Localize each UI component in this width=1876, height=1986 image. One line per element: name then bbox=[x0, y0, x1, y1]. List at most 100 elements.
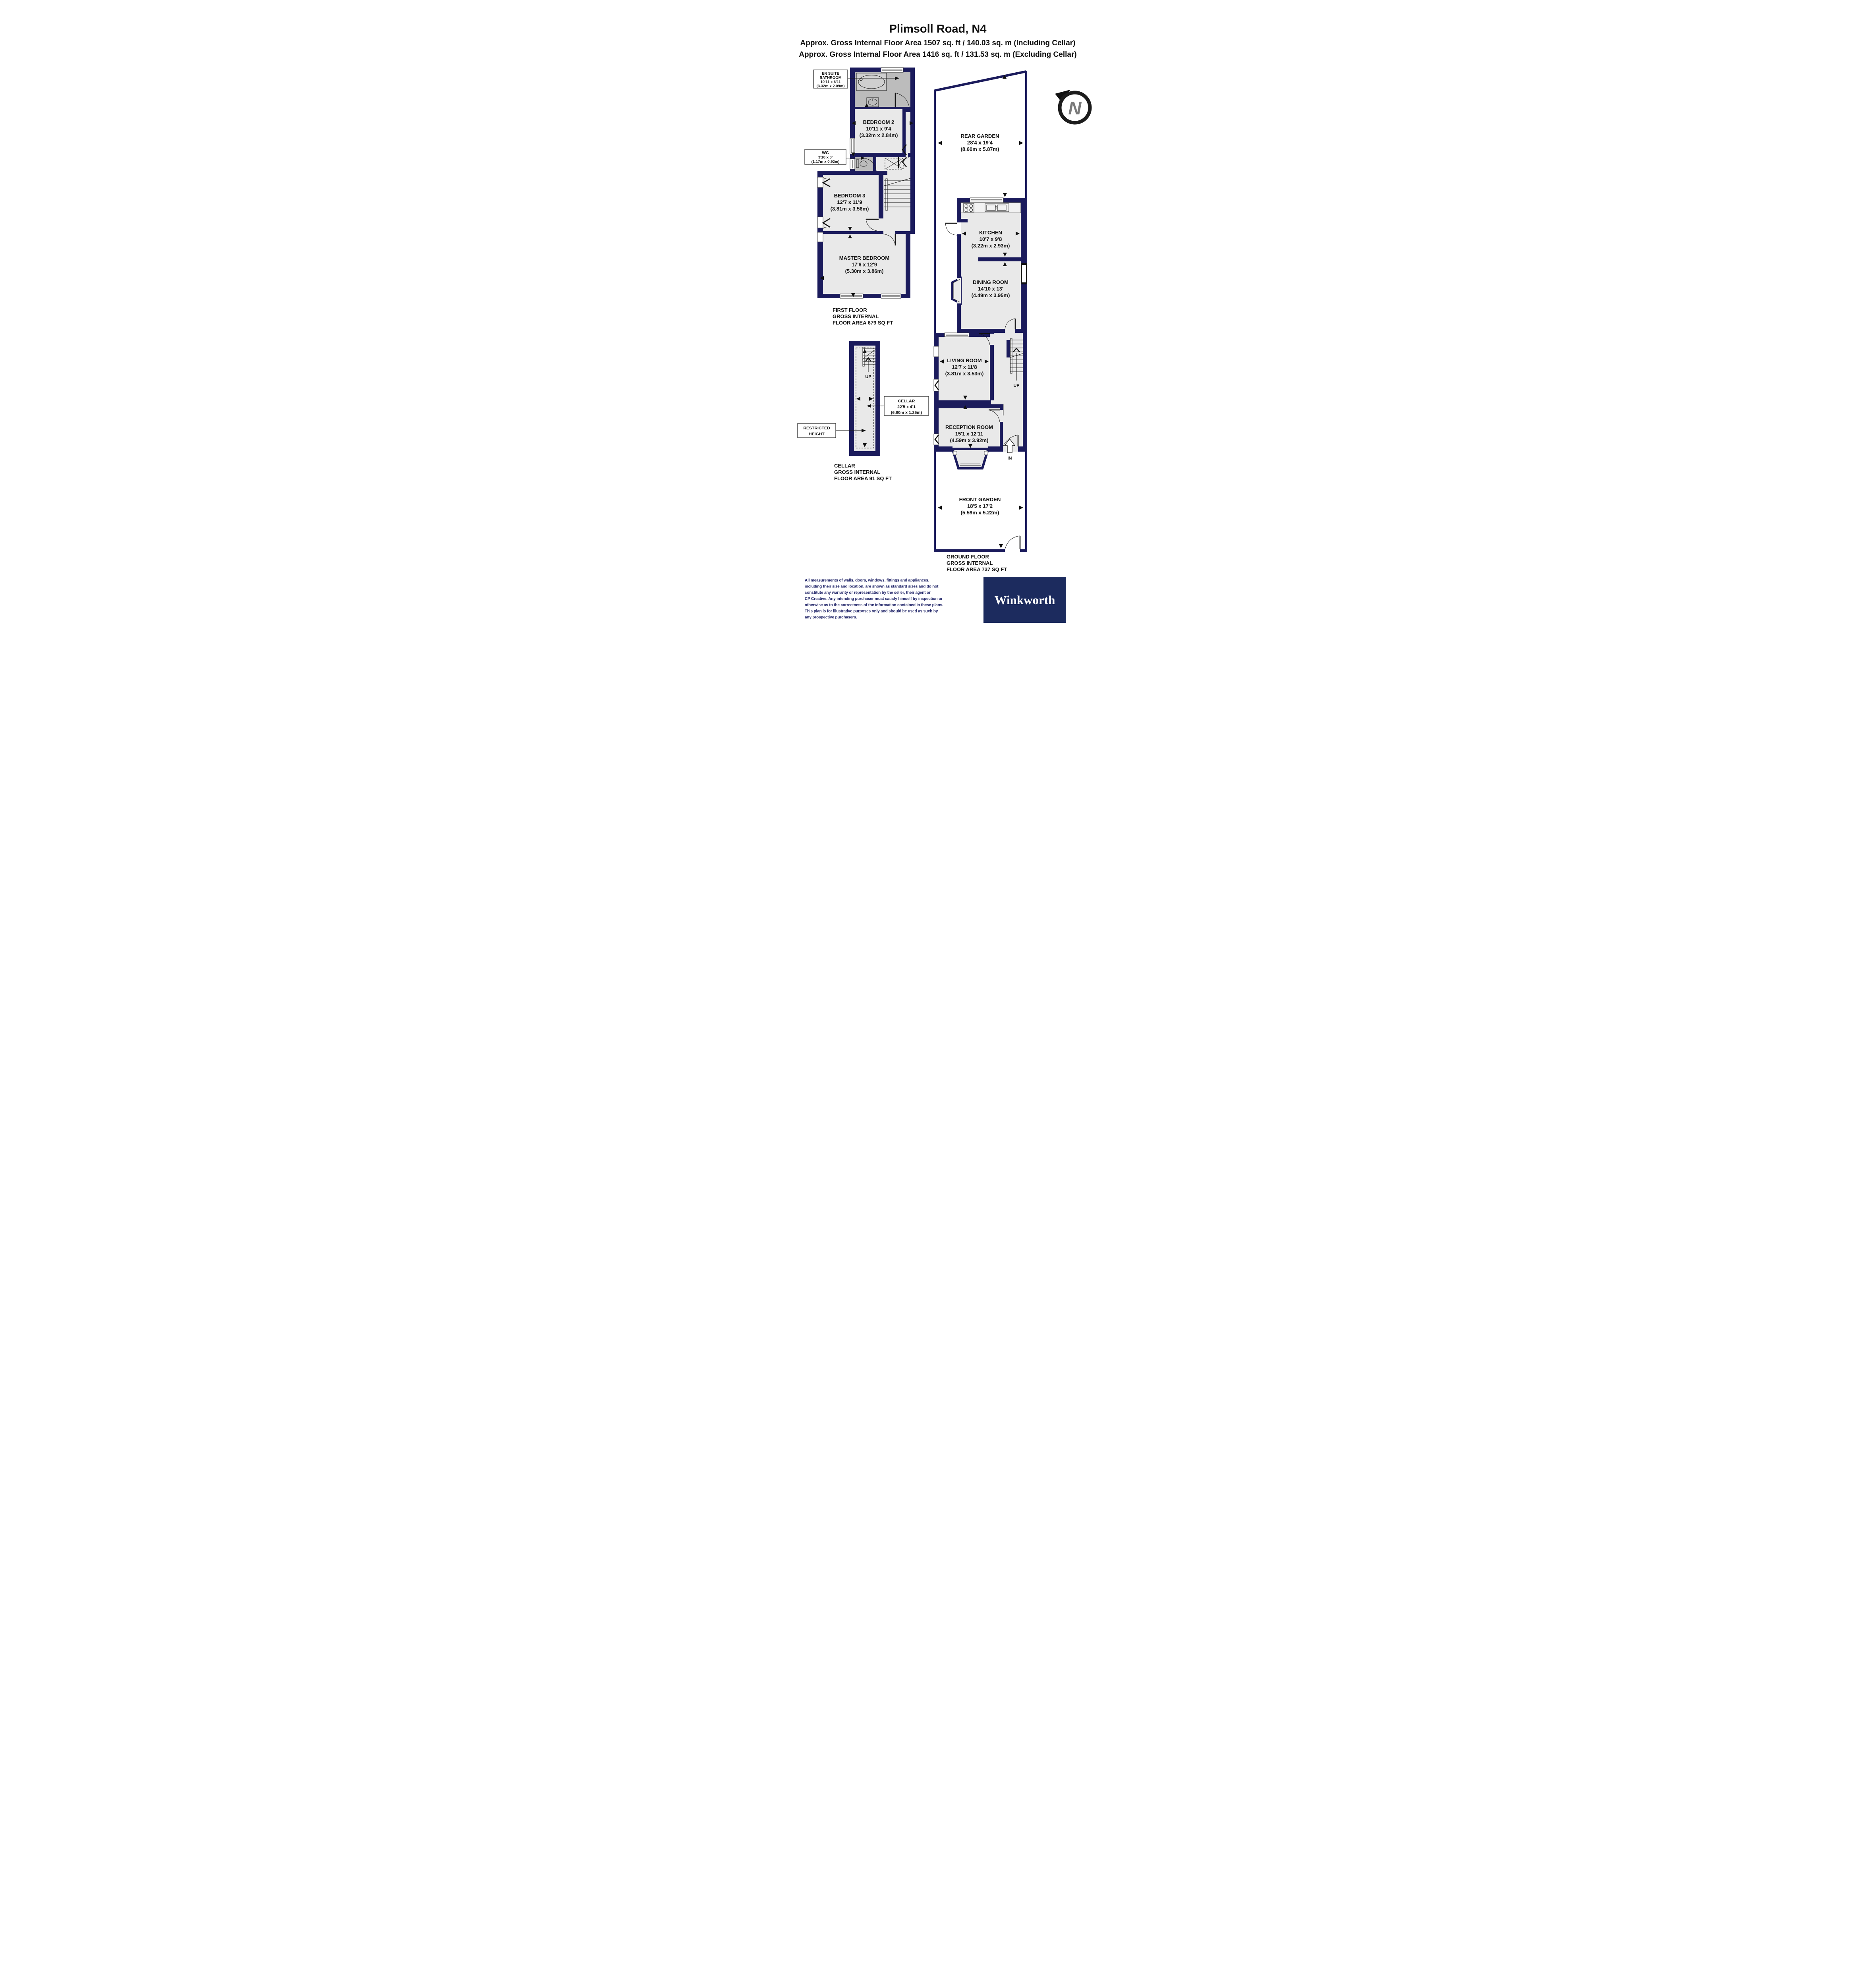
landing-stair-opening bbox=[887, 171, 910, 175]
measure-arrows-ground-floor bbox=[938, 75, 1023, 548]
disclaimer-text: All measurements of walls, doors, window… bbox=[805, 578, 943, 620]
compass-circle bbox=[1058, 91, 1092, 125]
reception-door-icon bbox=[988, 409, 1000, 422]
footer: All measurements of walls, doors, window… bbox=[805, 577, 1066, 623]
master-left-recess bbox=[817, 232, 823, 242]
living-reception-door-opening bbox=[991, 400, 1003, 404]
header: Plimsoll Road, N4 Approx. Gross Internal… bbox=[799, 23, 1076, 59]
master-size-imperial: 17'6 x 12'9 bbox=[852, 262, 877, 268]
bedroom3-label: BEDROOM 3 12'7 x 11'9 (3.81m x 3.56m) bbox=[831, 193, 869, 212]
hall-living-door-icon bbox=[978, 333, 990, 345]
dining-label: DINING ROOM 14'10 x 13' (4.49m x 3.95m) bbox=[972, 279, 1010, 298]
kitchen-top-window-icon bbox=[970, 197, 1004, 203]
wc-right-wall bbox=[873, 157, 876, 171]
living-name: LIVING ROOM bbox=[947, 357, 981, 363]
cellar-up-arrow-icon bbox=[865, 357, 872, 372]
rear-garden-name: REAR GARDEN bbox=[961, 133, 999, 139]
winkworth-logo: Winkworth bbox=[983, 577, 1066, 623]
ground-floor-caption-line2: GROSS INTERNAL bbox=[947, 560, 993, 566]
floorplan-page: Plimsoll Road, N4 Approx. Gross Internal… bbox=[727, 0, 1149, 633]
rear-garden-label: REAR GARDEN 28'4 x 19'4 (8.60m x 5.87m) bbox=[961, 133, 999, 152]
wc-size-imperial: 3'10 x 3' bbox=[818, 155, 833, 160]
cellar-name: CELLAR bbox=[898, 399, 915, 404]
dining-cupboard-icon bbox=[1021, 263, 1027, 284]
living-label: LIVING ROOM 12'7 x 11'8 (3.81m x 3.53m) bbox=[945, 357, 984, 377]
dining-hall-door-opening bbox=[1005, 329, 1015, 333]
rear-garden-size-metric: (8.60m x 5.87m) bbox=[961, 146, 999, 152]
wc-label-box: WC 3'10 x 3' (1.17m x 0.92m) bbox=[804, 149, 865, 165]
wc-floor bbox=[855, 157, 873, 171]
bedroom3-casement-window-icons bbox=[817, 177, 831, 229]
disclaimer-line3: constitute any warranty or representatio… bbox=[805, 591, 931, 595]
disclaimer-line6: This plan is for illustrative purposes o… bbox=[805, 609, 938, 614]
garden-gate-icon bbox=[1005, 535, 1021, 550]
hall-living-door-opening bbox=[990, 334, 994, 345]
rear-garden-size-imperial: 28'4 x 19'4 bbox=[967, 140, 993, 146]
bedroom3-floor bbox=[823, 175, 879, 231]
disclaimer-line1: All measurements of walls, doors, window… bbox=[805, 578, 929, 583]
first-floor-plan: EN SUITE BATHROOM 10'11 x 6'11 (3.32m x … bbox=[804, 67, 915, 326]
door-arcs-first-floor bbox=[863, 93, 910, 246]
ground-floor-caption-line3: FLOOR AREA 737 SQ FT bbox=[947, 566, 1007, 572]
disclaimer-line5: otherwise as to the correctness of the i… bbox=[805, 603, 943, 607]
winkworth-logo-text: Winkworth bbox=[995, 593, 1055, 607]
front-garden-bottom-wall-left bbox=[934, 549, 1005, 552]
wc-label: WC bbox=[822, 151, 829, 155]
bedroom2-left-window-icon bbox=[850, 138, 855, 155]
reception-floor bbox=[939, 408, 1000, 446]
front-garden-size-metric: (5.59m x 5.22m) bbox=[961, 510, 999, 516]
first-floor-caption-line3: FLOOR AREA 679 SQ FT bbox=[833, 320, 893, 326]
dining-size-imperial: 14'10 x 13' bbox=[978, 286, 1003, 292]
cellar-size-imperial: 22'5 x 4'1 bbox=[897, 405, 916, 410]
bedroom2-floor bbox=[855, 109, 902, 153]
en-suite-label-box: EN SUITE BATHROOM 10'11 x 6'11 (3.32m x … bbox=[813, 70, 899, 89]
dining-bay-window-icon bbox=[951, 276, 962, 305]
cellar-label-box: CELLAR 22'5 x 4'1 (6.80m x 1.25m) bbox=[867, 396, 929, 416]
cellar-caption-line2: GROSS INTERNAL bbox=[834, 469, 880, 475]
ground-floor-up-label: UP bbox=[1013, 383, 1019, 388]
entrance-in-arrow-icon bbox=[1004, 438, 1016, 453]
reception-door-opening bbox=[1000, 410, 1003, 422]
kitchen-side-door-icon bbox=[945, 222, 957, 236]
bedroom3-size-imperial: 12'7 x 11'9 bbox=[837, 199, 862, 205]
basin-icon bbox=[866, 97, 879, 107]
front-garden-label: FRONT GARDEN 18'5 x 17'2 (5.59m x 5.22m) bbox=[959, 496, 1001, 516]
reception-left-recess bbox=[933, 433, 939, 445]
bedroom2-bottom-wall-left bbox=[850, 153, 898, 157]
bedroom2-size-metric: (3.32m x 2.84m) bbox=[860, 132, 898, 138]
garden-left-boundary-wall bbox=[934, 90, 936, 552]
cellar-caption: CELLAR GROSS INTERNAL FLOOR AREA 91 SQ F… bbox=[834, 463, 892, 481]
bedroom3-master-wall-left bbox=[817, 231, 883, 234]
first-floor-stairs-icon bbox=[884, 178, 911, 211]
kitchen-side-door-opening bbox=[957, 222, 961, 234]
ensuite-size-metric: (3.32m x 2.09m) bbox=[817, 84, 845, 89]
cellar-plan: UP CELLAR 22'5 x 4'1 (6.80m x 1.25m) RES… bbox=[797, 341, 929, 481]
restricted-line2: HEIGHT bbox=[809, 432, 825, 437]
living-floor bbox=[939, 337, 990, 400]
dining-floor bbox=[961, 261, 1021, 329]
reception-size-imperial: 15'1 x 12'11 bbox=[955, 431, 983, 437]
restricted-line1: RESTRICTED bbox=[803, 426, 830, 431]
floorplan-canvas: Plimsoll Road, N4 Approx. Gross Internal… bbox=[797, 23, 1092, 623]
ground-floor-plan: REAR GARDEN 28'4 x 19'4 (8.60m x 5.87m) bbox=[933, 70, 1027, 572]
cellar-measure-arrows bbox=[856, 349, 873, 447]
disclaimer-line7: any prospective purchasers. bbox=[805, 615, 857, 620]
disclaimer-line2: including their size and location, are s… bbox=[805, 585, 939, 589]
wc-left-window-icon bbox=[850, 158, 855, 170]
kitchen-worktop-icon bbox=[960, 202, 1021, 213]
wc-size-metric: (1.17m x 0.92m) bbox=[811, 160, 840, 164]
living-left-recesses bbox=[933, 346, 939, 392]
bedroom2-label: BEDROOM 2 10'11 x 9'4 (3.32m x 2.84m) bbox=[860, 119, 898, 138]
master-bedroom-label: MASTER BEDROOM 17'6 x 12'9 (5.30m x 3.86… bbox=[839, 255, 889, 274]
page-title: Plimsoll Road, N4 bbox=[889, 23, 987, 35]
compass-north-label: N bbox=[1068, 98, 1082, 118]
dining-size-metric: (4.49m x 3.95m) bbox=[972, 292, 1010, 298]
stair-side-wall bbox=[1007, 340, 1010, 357]
first-floor-caption-line1: FIRST FLOOR bbox=[833, 307, 867, 313]
ground-floor-up-arrow-icon bbox=[1013, 348, 1020, 381]
ensuite-label-line1: EN SUITE bbox=[822, 71, 839, 76]
kitchen-size-metric: (3.22m x 2.93m) bbox=[972, 243, 1010, 249]
living-top-window-icon bbox=[944, 332, 970, 337]
bedroom3-size-metric: (3.81m x 3.56m) bbox=[831, 206, 869, 212]
reception-label: RECEPTION ROOM 15'1 x 12'11 (4.59m x 3.9… bbox=[945, 424, 993, 443]
